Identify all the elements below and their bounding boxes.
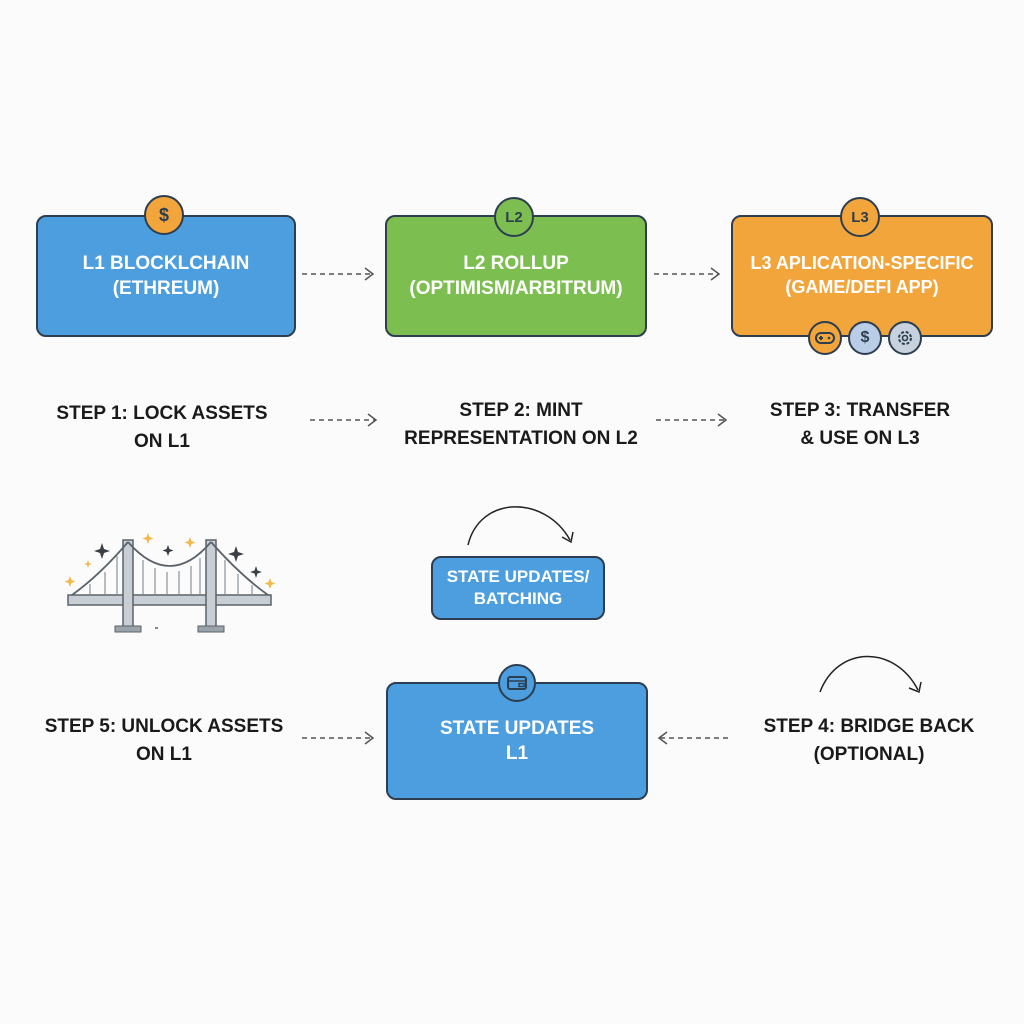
gear-icon [888,321,922,355]
l3-subtitle: (GAME/DEFI APP) [785,277,939,297]
curved-arrow-bridge-back [819,655,922,694]
dollar-coin-icon: $ [848,321,882,355]
step-3-label: STEP 3: TRANSFER & USE ON L3 [769,400,951,449]
wallet-card-icon [498,664,536,702]
gamepad-icon [808,321,842,355]
arrow-l1-to-l2 [302,267,375,281]
arrow-l2-to-l3 [654,267,721,281]
l2-title: L2 ROLLUP [463,252,569,274]
arrow-step1-to-step2 [310,413,378,427]
l3-title: L3 APLICATION-SPECIFIC [750,253,974,274]
l1-blockchain-box: L1 BLOCKLCHAIN (ETHREUM) [36,215,296,337]
arrow-step2-to-step3 [656,413,728,427]
arrow-step5-to-state [302,731,375,745]
suspension-bridge-icon [67,539,272,633]
sparkle-icon [94,543,262,578]
step-1-label: STEP 1: LOCK ASSETS ON L1 [56,403,268,452]
arrow-step4-to-state [657,731,728,745]
state-updates-batching-box: STATE UPDATES/ BATCHING [431,556,605,620]
step-5-label: STEP 5: UNLOCK ASSETS ON L1 [44,716,284,765]
curved-arrow-batching [467,506,574,546]
l3-badge: L3 [840,197,880,237]
step-2-label: STEP 2: MINT REPRESENTATION ON L2 [404,400,638,449]
state-updates-l1-box: STATE UPDATES L1 [386,682,648,800]
step-4-label: STEP 4: BRIDGE BACK (OPTIONAL) [763,716,975,765]
l2-subtitle: (OPTIMISM/ARBITRUM) [409,278,623,299]
l1-subtitle: (ETHREUM) [112,278,220,299]
l1-title: L1 BLOCKLCHAIN [82,252,250,274]
sparkle-icon [64,533,276,589]
l2-badge: L2 [494,197,534,237]
dollar-coin-icon: $ [144,195,184,235]
